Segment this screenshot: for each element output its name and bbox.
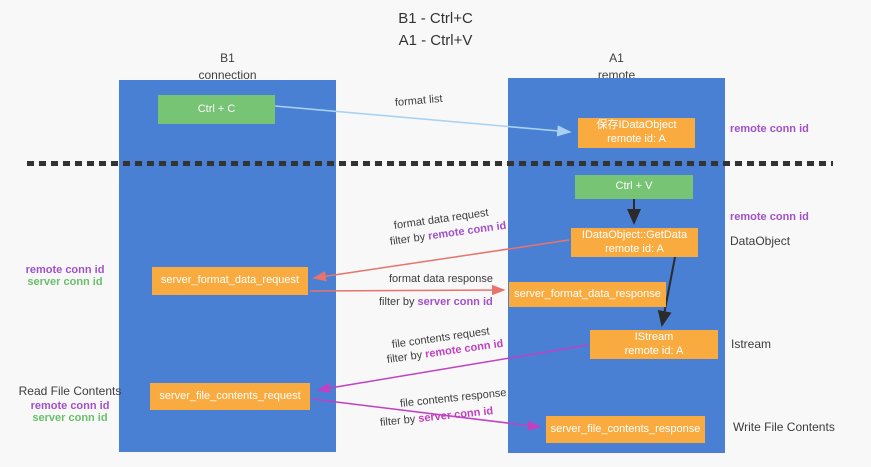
- ctrl-v-label: Ctrl + V: [615, 180, 653, 193]
- right-remote-conn-id-label-mid: remote conn id: [730, 211, 809, 223]
- filter-by-text: filter by: [379, 413, 416, 429]
- left-server-conn-id-label-top: server conn id: [27, 276, 103, 288]
- format-data-response-arrow: [309, 284, 506, 296]
- ctrl-c-node: Ctrl + C: [158, 95, 275, 124]
- left-column-subtitle: connection: [198, 68, 257, 83]
- istream-node: IStream remote id: A: [590, 330, 718, 359]
- right-column-title: A1: [609, 51, 624, 65]
- phase-separator-dashed-line: [27, 161, 833, 166]
- server-file-contents-response-label: server_file_contents_response: [550, 422, 701, 435]
- filter-by-server-conn-id-label-file: filter by server conn id: [379, 405, 493, 429]
- format-data-response-label: format data response: [389, 273, 493, 285]
- left-remote-conn-id-label-bottom: remote conn id: [30, 400, 110, 412]
- save-idataobject-line1: 保存IDataObject: [596, 119, 677, 132]
- istream-side-label: Istream: [731, 337, 772, 351]
- dataobject-label: DataObject: [730, 234, 791, 248]
- filter-by-text: filter by: [379, 296, 415, 308]
- server-conn-id-text: server conn id: [417, 296, 493, 308]
- write-file-contents-label: Write File Contents: [733, 420, 835, 434]
- server-file-contents-request-label: server_file_contents_request: [159, 389, 301, 402]
- left-column-title: B1: [220, 51, 235, 65]
- read-file-contents-label: Read File Contents: [18, 384, 122, 398]
- idataobject-getdata-node: IDataObject::GetData remote id: A: [571, 228, 698, 257]
- left-conn-id-labels-top: remote conn id server conn id: [14, 264, 116, 288]
- title-line-1: B1 - Ctrl+C: [398, 10, 473, 27]
- filter-by-text: filter by: [389, 231, 426, 248]
- left-server-conn-id-label-bottom: server conn id: [32, 412, 108, 424]
- title-line-2: A1 - Ctrl+V: [398, 31, 473, 49]
- left-column-header: B1 connection: [119, 50, 336, 85]
- format-data-response-text: format data response: [389, 273, 493, 285]
- right-remote-conn-id-label-top: remote conn id: [730, 123, 809, 135]
- server-format-data-request-label: server_format_data_request: [160, 274, 300, 287]
- ctrl-c-label: Ctrl + C: [197, 102, 236, 115]
- idataobject-getdata-line1: IDataObject::GetData: [581, 228, 688, 241]
- format-list-text: format list: [394, 92, 444, 109]
- filter-by-text: filter by: [386, 349, 423, 366]
- save-idataobject-line2: remote id: A: [607, 133, 666, 145]
- filter-by-server-conn-id-label-format: filter by server conn id: [379, 296, 493, 308]
- save-idataobject-node: 保存IDataObject remote id: A: [578, 118, 695, 148]
- server-format-data-response-node: server_format_data_response: [509, 282, 666, 307]
- left-labels-bottom: Read File Contents remote conn id server…: [14, 384, 126, 424]
- ctrl-v-node: Ctrl + V: [575, 175, 693, 199]
- idataobject-getdata-line2: remote id: A: [605, 242, 664, 255]
- istream-line2: remote id: A: [624, 344, 684, 357]
- server-format-data-request-node: server_format_data_request: [152, 267, 308, 295]
- server-file-contents-response-node: server_file_contents_response: [546, 416, 705, 443]
- left-remote-conn-id-label-top: remote conn id: [25, 264, 105, 276]
- server-file-contents-request-node: server_file_contents_request: [150, 383, 310, 410]
- server-format-data-response-label: server_format_data_response: [514, 287, 661, 300]
- diagram-title: B1 - Ctrl+C A1 - Ctrl+V: [0, 8, 871, 52]
- server-conn-id-text: server conn id: [417, 405, 494, 425]
- format-list-label: format list: [394, 93, 443, 109]
- istream-line1: IStream: [634, 330, 674, 343]
